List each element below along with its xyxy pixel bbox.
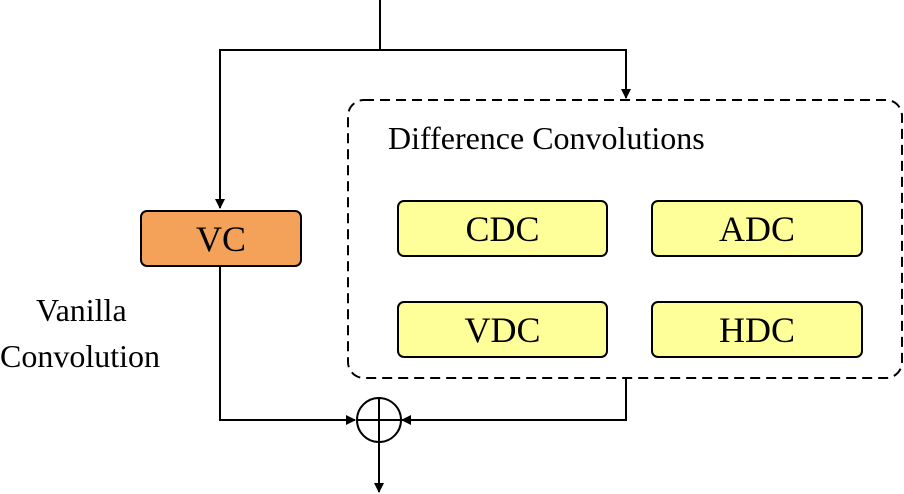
group-title: Difference Convolutions xyxy=(388,120,705,156)
vanilla-caption-line1: Vanilla xyxy=(36,292,127,328)
vc-block: VC xyxy=(140,210,302,267)
branch-to-vc xyxy=(215,49,380,209)
adc-block: ADC xyxy=(651,200,863,257)
sum-operator-icon xyxy=(356,397,402,443)
vc-to-sum xyxy=(219,266,356,425)
cdc-block: CDC xyxy=(397,200,608,257)
dc-to-sum xyxy=(401,378,627,425)
branch-to-dc xyxy=(380,49,631,99)
vanilla-caption-line2: Convolution xyxy=(0,338,161,374)
hdc-block: HDC xyxy=(651,301,863,358)
vdc-block: VDC xyxy=(397,301,608,358)
